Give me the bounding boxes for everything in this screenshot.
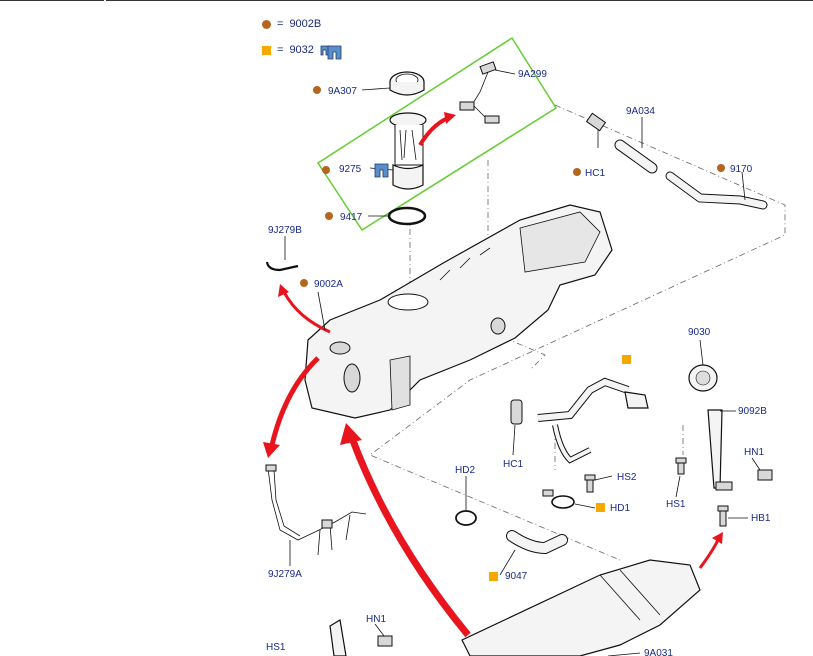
pump-module-highlight-box <box>316 36 558 232</box>
lower-bracket-part <box>329 619 393 656</box>
label-HC1-top: HC1 <box>585 168 605 179</box>
bolt-hb1-part <box>717 505 729 527</box>
assembly-arrows <box>263 112 723 638</box>
label-HS1-bottom: HS1 <box>266 642 286 653</box>
square-9047-icon <box>489 572 498 581</box>
square-HD1-icon <box>596 503 605 512</box>
fuel-tank-part <box>304 204 613 419</box>
header-divider-right <box>106 0 813 1</box>
label-HC1-mid: HC1 <box>503 459 523 470</box>
label-9J279B: 9J279B <box>268 225 302 236</box>
bullet-marker-icon <box>262 19 271 29</box>
bullet-HC1-icon <box>573 168 581 176</box>
bullet-9417-icon <box>325 212 333 220</box>
label-9A307: 9A307 <box>328 86 357 97</box>
legend-bullet-row: = 9002B <box>262 18 321 30</box>
label-9030: 9030 <box>688 327 711 338</box>
bullet-9002A-icon <box>300 279 308 287</box>
bullet-9170-icon <box>717 164 725 172</box>
label-9417: 9417 <box>340 212 363 223</box>
label-HD2: HD2 <box>455 465 475 476</box>
vent-connector-part <box>585 112 607 148</box>
assembly-line-filler <box>504 337 546 371</box>
label-HS2: HS2 <box>617 472 637 483</box>
tank-strap-part <box>707 409 723 489</box>
label-9A034: 9A034 <box>626 106 655 117</box>
label-9092B: 9092B <box>738 406 767 417</box>
label-HB1: HB1 <box>751 513 771 524</box>
clip-9275-icon <box>374 163 389 178</box>
label-HN1-right: HN1 <box>744 447 764 458</box>
clip-legend-icon <box>327 45 342 60</box>
legend-bullet-code: 9002B <box>289 18 322 30</box>
label-HD1: HD1 <box>610 503 630 514</box>
bolt-hs2-part <box>584 474 596 493</box>
heat-shield-part <box>461 559 701 656</box>
filler-hose-part <box>665 171 768 210</box>
square-9030-icon <box>622 355 631 364</box>
vent-tube-part <box>614 139 658 174</box>
retainer-clip-part <box>265 261 299 272</box>
lock-ring-part <box>389 71 425 96</box>
seal-ring-part <box>387 206 427 226</box>
label-9047: 9047 <box>505 571 528 582</box>
label-9275: 9275 <box>339 164 362 175</box>
bolt-hs1-part <box>675 457 687 475</box>
label-HN1-bottom: HN1 <box>366 614 386 625</box>
strap-bracket-part <box>715 481 733 491</box>
bullet-9275-icon <box>322 166 330 174</box>
clamp-hc1-part <box>510 399 523 425</box>
hose-clamp-hd2-part <box>455 510 477 526</box>
label-9A299: 9A299 <box>518 69 547 80</box>
label-HS1-right: HS1 <box>666 499 686 510</box>
fuel-cap-part <box>688 364 718 392</box>
legend-bullet-symbol: = <box>277 18 284 30</box>
level-sender-part <box>459 61 500 124</box>
label-9170: 9170 <box>730 164 753 175</box>
header-divider-left <box>0 0 104 1</box>
legend-square-symbol: = <box>277 44 284 56</box>
label-9A031: 9A031 <box>644 648 673 656</box>
filler-pipe-part <box>537 377 649 464</box>
nut-hn1-part <box>757 469 773 481</box>
wiring-harness-part <box>265 464 367 556</box>
label-9J279A: 9J279A <box>268 569 302 580</box>
leader-lines <box>284 69 761 656</box>
legend-square-code: 9032 <box>289 44 314 56</box>
square-marker-icon <box>262 45 271 55</box>
fuel-pump-part <box>389 112 427 190</box>
bullet-9A307-icon <box>313 86 321 94</box>
hose-clamp-hd1-part <box>542 489 575 509</box>
assembly-line-rear <box>369 104 786 561</box>
filler-hose-9047-part <box>506 530 568 555</box>
label-9002A: 9002A <box>314 279 343 290</box>
